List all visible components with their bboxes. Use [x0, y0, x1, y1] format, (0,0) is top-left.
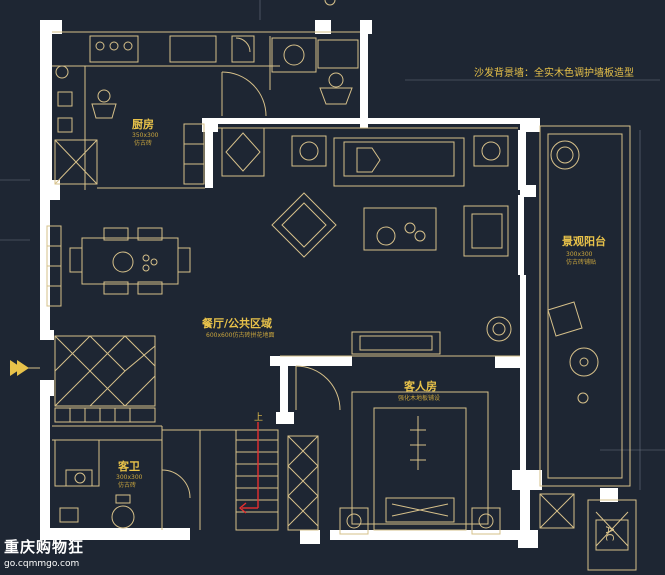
guest-bedroom-outline	[351, 391, 489, 525]
balcony-chair	[547, 301, 583, 337]
room-name-guest: 客人房	[404, 380, 437, 393]
room-name-kitchen: 厨房	[132, 118, 154, 131]
kitchen-cabinet	[169, 35, 217, 63]
room-name-living: 餐厅/公共区域	[202, 317, 273, 330]
stair-arrow-icon	[238, 422, 259, 514]
room-size-bath: 300x300	[116, 474, 143, 481]
bed	[373, 407, 467, 531]
room-size-balcony: 300x300	[566, 251, 593, 258]
coffee-table	[363, 207, 437, 251]
room-finish-kitchen: 仿古砖	[134, 140, 153, 147]
watermark-title: 重庆购物狂	[4, 538, 85, 556]
frame-lines	[0, 0, 665, 490]
entry-cabinet	[54, 335, 156, 407]
room-finish-balcony: 仿古砖铺贴	[566, 259, 597, 266]
room-name-balcony: 景观阳台	[562, 235, 606, 248]
armchair-left	[271, 192, 337, 258]
room-finish-bath: 仿古砖	[118, 482, 137, 489]
stairs	[162, 429, 279, 531]
wall-annotation: 沙发背景墙：全实木色调护墙板造型	[474, 68, 634, 79]
entry-arrow-icon	[10, 360, 29, 376]
room-finish-living: 600x600仿古砖拼花地面	[206, 332, 275, 339]
balcony-outline	[539, 125, 631, 487]
watermark-url: go.cqmmgo.com	[4, 559, 80, 569]
cabinet-diamond	[221, 127, 265, 177]
stair-label: 上	[254, 413, 264, 423]
tv-console	[351, 331, 441, 355]
vanity	[317, 39, 359, 69]
toilet	[111, 505, 135, 529]
ac-label: AC	[603, 525, 617, 542]
armchair-right	[463, 205, 509, 257]
room-finish-guest: 强化木地板铺设	[398, 395, 441, 402]
room-name-bath: 客卫	[118, 460, 140, 473]
kitchen-sink	[55, 65, 69, 79]
stove	[89, 35, 139, 63]
room-size-kitchen: 350x300	[132, 132, 159, 139]
pantry-cabinet	[54, 139, 98, 185]
sofa	[333, 137, 465, 187]
walls	[40, 20, 618, 548]
dining-table	[81, 237, 179, 285]
furniture	[26, 0, 637, 571]
